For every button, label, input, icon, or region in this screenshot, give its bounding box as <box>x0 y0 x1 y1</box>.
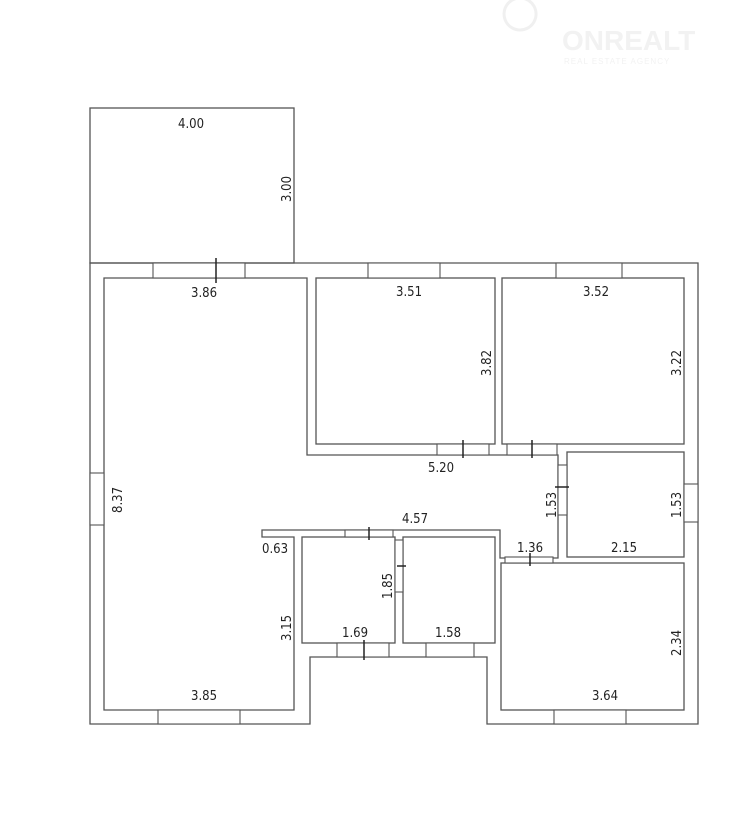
dim-bath1-width: 1.69 <box>342 626 368 641</box>
dim-bedroom2-depth: 3.22 <box>670 350 685 376</box>
living-room <box>103 277 559 711</box>
dim-terrace-depth: 3.00 <box>280 176 295 202</box>
dim-living-top: 3.86 <box>191 286 217 301</box>
dim-passage: 1.36 <box>517 541 543 556</box>
dim-bath-height: 1.85 <box>381 573 396 599</box>
dim-hall-length: 4.57 <box>402 512 428 527</box>
dim-bedroom3-width: 3.64 <box>592 689 618 704</box>
dim-living-bottom: 3.85 <box>191 689 217 704</box>
dim-notch: 0.63 <box>262 542 288 557</box>
dimension-labels: 4.00 3.00 3.86 8.37 3.85 3.15 0.63 3.51 … <box>111 117 685 704</box>
dim-corridor-width: 1.53 <box>545 492 560 518</box>
dim-bedroom2-width: 3.52 <box>583 285 609 300</box>
bedroom-1 <box>315 277 496 445</box>
dim-small-room-height: 1.53 <box>670 492 685 518</box>
outer-wall <box>89 262 699 725</box>
logo-name: ONREALT <box>562 25 695 56</box>
home-pin-icon <box>502 0 538 32</box>
bedroom-3 <box>500 562 685 711</box>
dim-bath2-width: 1.58 <box>435 626 461 641</box>
dim-terrace-width: 4.00 <box>178 117 204 132</box>
dim-bedroom1-depth: 3.82 <box>480 350 495 376</box>
dim-corridor-length: 5.20 <box>428 461 454 476</box>
logo-tagline: REAL ESTATE AGENCY <box>564 57 670 66</box>
logo-watermark: ONREALT REAL ESTATE AGENCY <box>502 0 695 66</box>
dim-bedroom1-width: 3.51 <box>396 285 422 300</box>
doors <box>215 258 569 660</box>
dim-living-height: 8.37 <box>111 487 126 513</box>
bedroom-2 <box>501 277 685 445</box>
dim-living-side: 3.15 <box>280 615 295 641</box>
windows <box>89 262 699 725</box>
dim-bedroom3-depth: 2.34 <box>670 630 685 656</box>
dim-small-room-width: 2.15 <box>611 541 637 556</box>
